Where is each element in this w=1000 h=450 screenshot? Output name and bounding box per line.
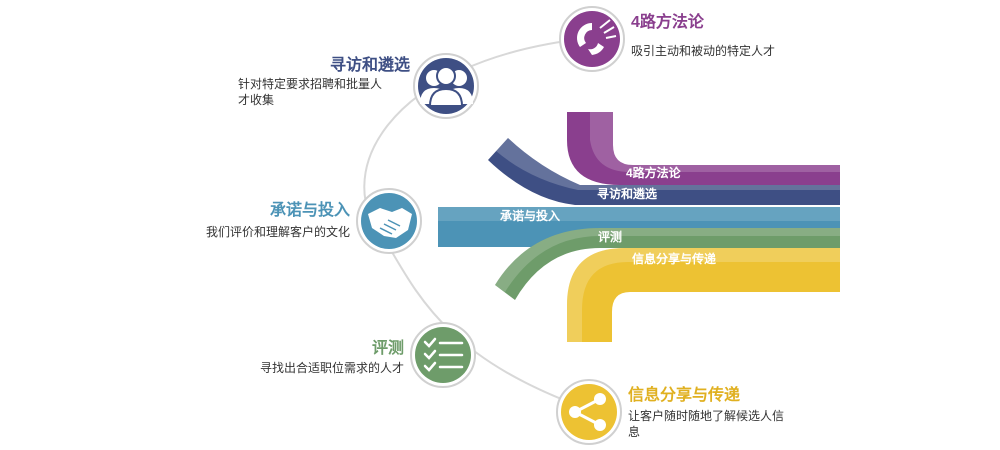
node-title-assess: 评测: [371, 340, 404, 357]
node-title-commit: 承诺与投入: [269, 202, 350, 219]
band-label-search: 寻访和遴选: [597, 186, 657, 201]
band-label-commit: 承诺与投入: [500, 208, 560, 223]
node-desc-share-line-1: 让客户随时随地了解候选人信: [628, 409, 785, 423]
node-desc-four-ways: 吸引主动和被动的特定人才: [631, 44, 776, 58]
node-desc-commit: 我们评价和理解客户的文化: [205, 225, 350, 239]
share-icon: [569, 393, 606, 431]
node-title-four-ways: 4路方法论: [631, 14, 704, 31]
node-four-ways: [559, 6, 625, 72]
node-desc-share: 让客户随时随地了解候选人信 息: [628, 408, 818, 440]
node-desc-search: 针对特定要求招聘和批量人 才收集: [238, 76, 408, 108]
band-green: [495, 228, 840, 300]
band-label-share: 信息分享与传递: [632, 251, 716, 266]
node-desc-assess: 寻找出合适职位需求的人才: [259, 361, 404, 375]
band-purple: [567, 112, 840, 185]
node-desc-share-line-2: 息: [628, 425, 641, 439]
node-desc-search-line-2: 才收集: [238, 93, 275, 107]
node-title-share: 信息分享与传递: [628, 387, 741, 404]
band-yellow: [567, 248, 840, 342]
node-commit: [356, 188, 422, 254]
magnet-icon: [577, 19, 617, 55]
handshake-icon: [368, 208, 412, 238]
people-icon: [420, 66, 473, 107]
node-title-search: 寻访和遴选: [329, 57, 410, 74]
node-share: [556, 379, 622, 445]
band-label-four-ways: 4路方法论: [626, 165, 682, 180]
node-desc-search-line-1: 针对特定要求招聘和批量人: [238, 77, 383, 91]
checklist-icon: [423, 337, 464, 372]
node-search: [413, 53, 479, 119]
ribbon-bands: [438, 112, 840, 342]
band-navy: [488, 138, 840, 205]
band-label-assess: 评测: [598, 229, 622, 244]
node-assess: [410, 322, 476, 388]
